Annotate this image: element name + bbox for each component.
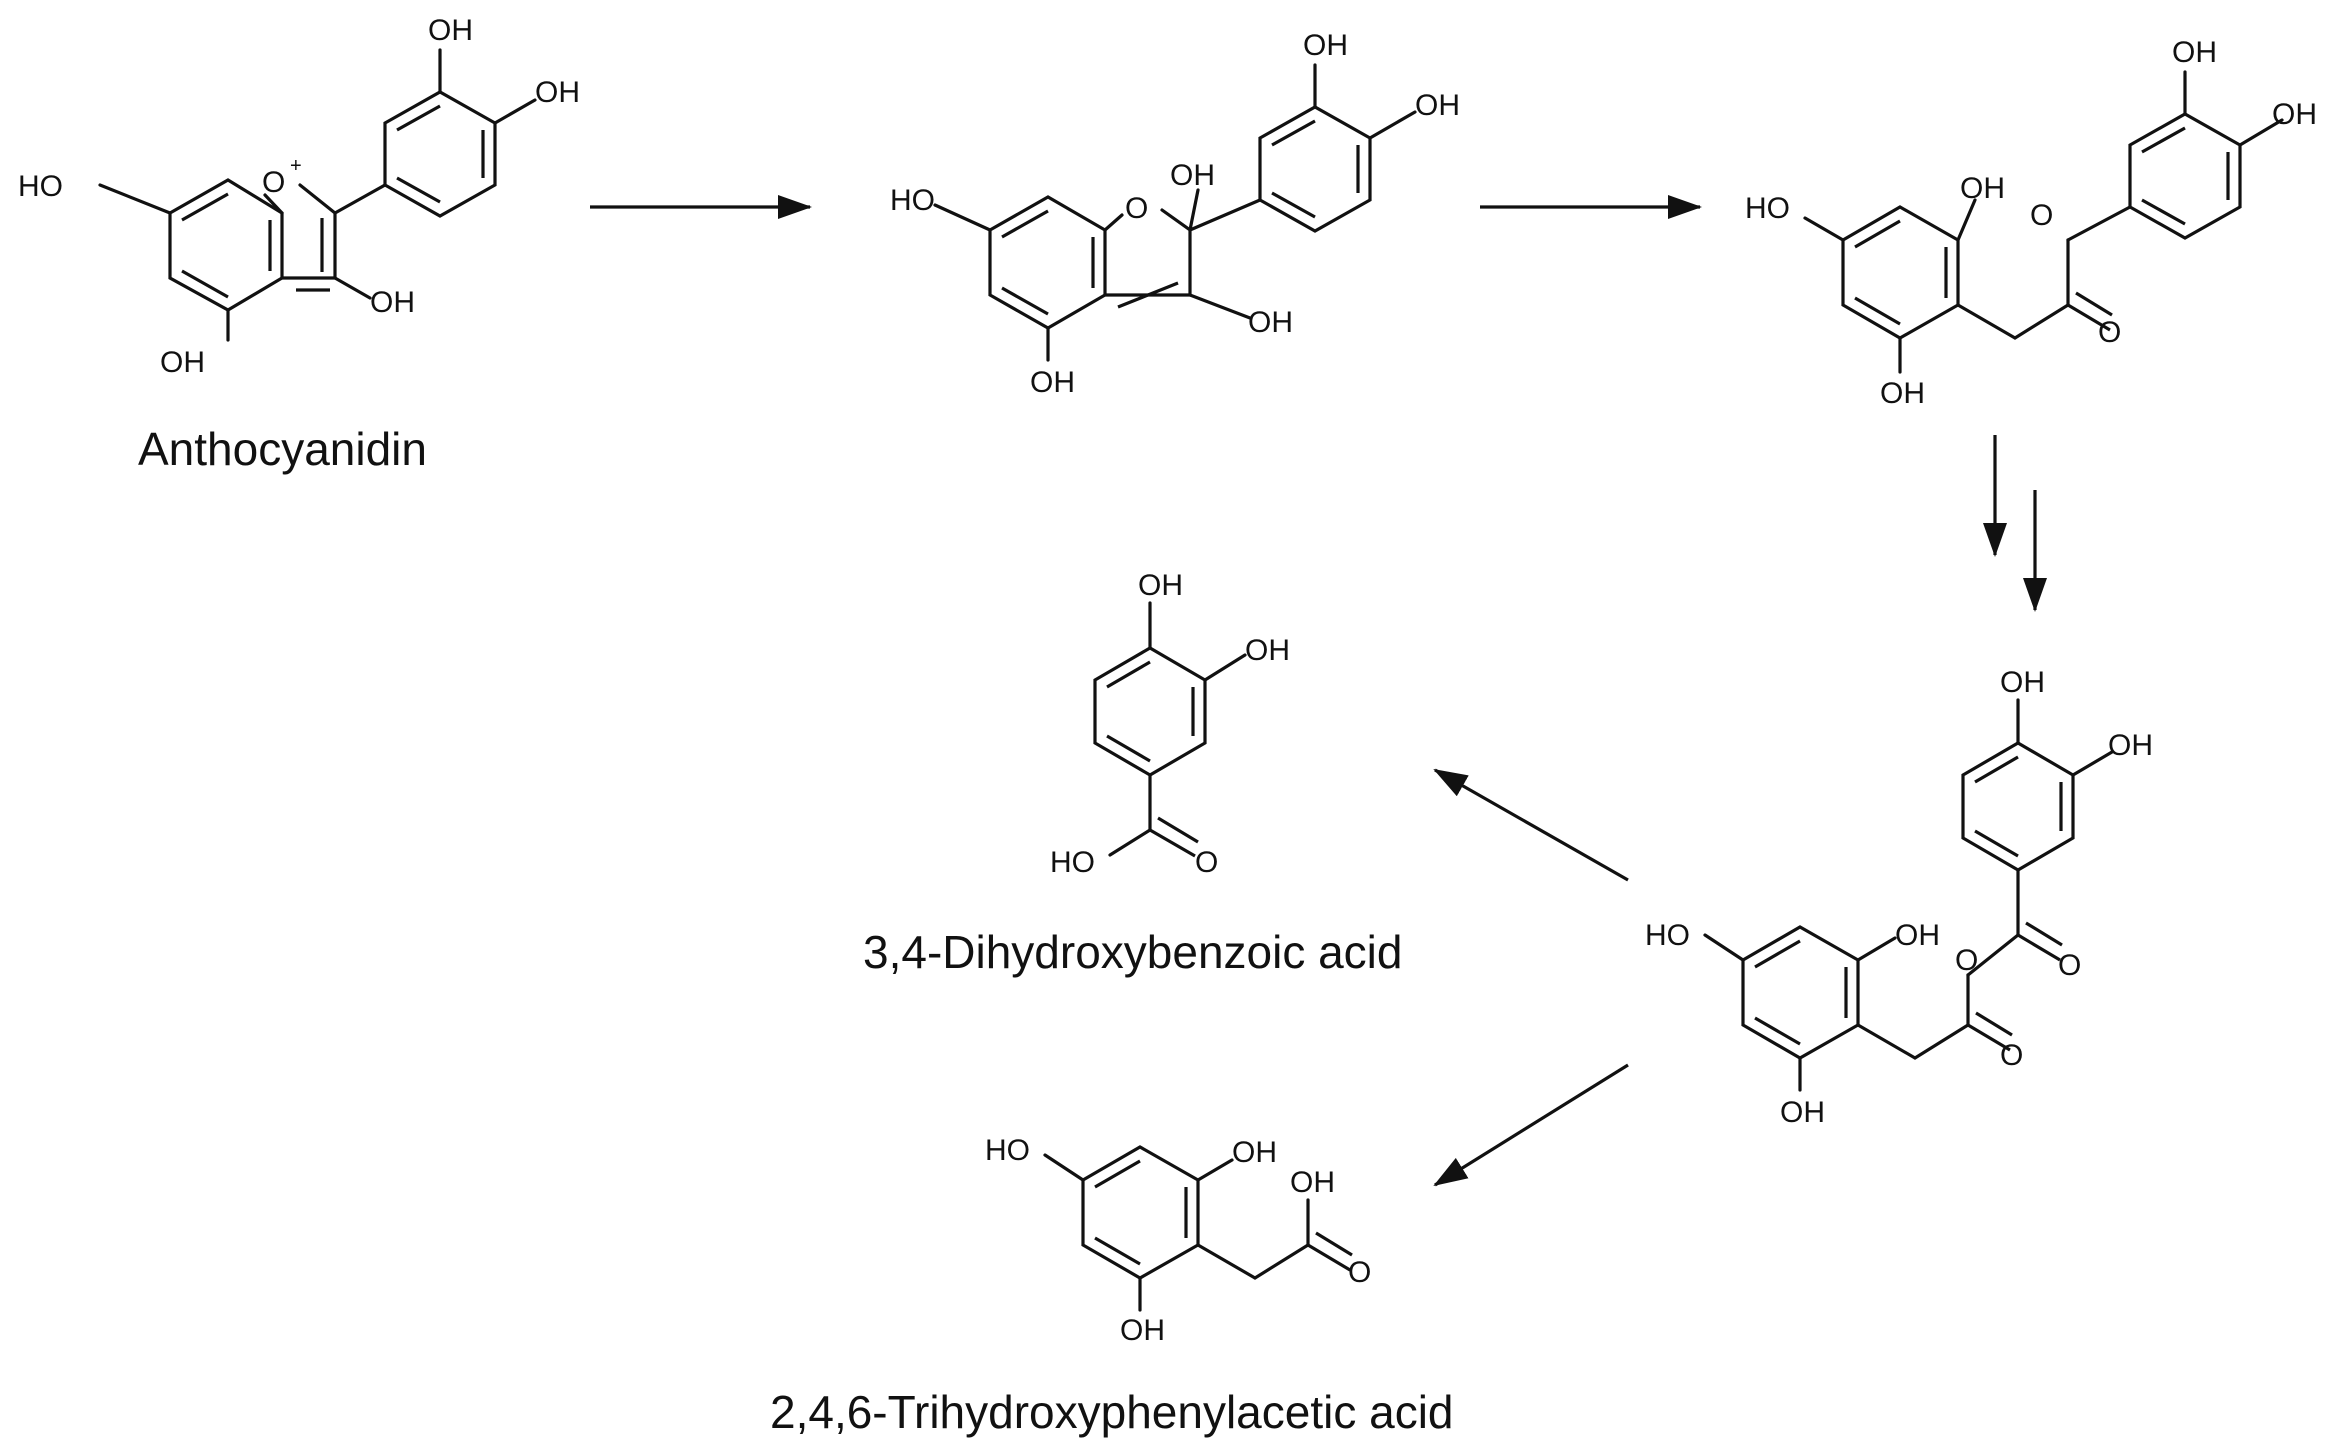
label-oh: OH (1232, 1136, 1277, 1169)
label-oh: OH (160, 346, 205, 379)
label-oxygen: O (2030, 199, 2053, 232)
label-oh: OH (1248, 306, 1293, 339)
label-oxygen: O (1195, 846, 1218, 879)
molecule-dihydroxybenzoic-acid: OH OH HO O (1050, 569, 1290, 879)
caption-dihydroxybenzoic-acid: 3,4-Dihydroxybenzoic acid (863, 926, 1403, 978)
label-oh: OH (1120, 1314, 1165, 1347)
label-ring-oxygen: O (1125, 192, 1148, 225)
label-oh: OH (1895, 919, 1940, 952)
label-ring-oxygen: O (262, 166, 285, 199)
label-oxygen: O (2098, 316, 2121, 349)
label-oh: OH (1780, 1096, 1825, 1129)
label-ho: HO (18, 170, 63, 203)
reaction-arrow (1433, 1063, 1629, 1187)
label-ho: HO (1745, 192, 1790, 225)
label-oh: OH (1303, 29, 1348, 62)
label-oh: OH (535, 76, 580, 109)
label-oxygen: O (2058, 949, 2081, 982)
label-oh: OH (1245, 634, 1290, 667)
label-ho: HO (1050, 846, 1095, 879)
label-oh: OH (1170, 159, 1215, 192)
label-oh: OH (2172, 36, 2217, 69)
molecule-trihydroxyphenylacetic-acid: HO OH OH O OH (985, 1134, 1371, 1347)
molecule-ester-intermediate: HO OH O O O OH OH OH (1645, 666, 2153, 1129)
label-oh: OH (1138, 569, 1183, 602)
molecule-chalcone: HO OH O O OH OH OH (1745, 36, 2317, 410)
label-oh: OH (2000, 666, 2045, 699)
caption-anthocyanidin: Anthocyanidin (138, 423, 427, 475)
label-oh: OH (1960, 172, 2005, 205)
label-ho: HO (890, 184, 935, 217)
reaction-arrow (1433, 768, 1629, 882)
molecule-hemiketal: HO O OH OH OH OH OH (890, 29, 1460, 399)
molecule-anthocyanidin: HO O + OH OH OH OH (18, 14, 580, 379)
label-oh: OH (1030, 366, 1075, 399)
label-ho: HO (1645, 919, 1690, 952)
label-oh: OH (370, 286, 415, 319)
label-oxygen: O (1348, 1256, 1371, 1289)
label-ho: HO (985, 1134, 1030, 1167)
label-oh: OH (2108, 729, 2153, 762)
caption-trihydroxyphenylacetic-acid: 2,4,6-Trihydroxyphenylacetic acid (770, 1386, 1454, 1438)
label-oh: OH (428, 14, 473, 47)
label-oh: OH (1290, 1166, 1335, 1199)
label-charge-plus: + (290, 155, 302, 177)
label-oh: OH (1415, 89, 1460, 122)
label-oxygen: O (1955, 944, 1978, 977)
label-oxygen: O (2000, 1039, 2023, 1072)
label-oh: OH (2272, 98, 2317, 131)
label-oh: OH (1880, 377, 1925, 410)
